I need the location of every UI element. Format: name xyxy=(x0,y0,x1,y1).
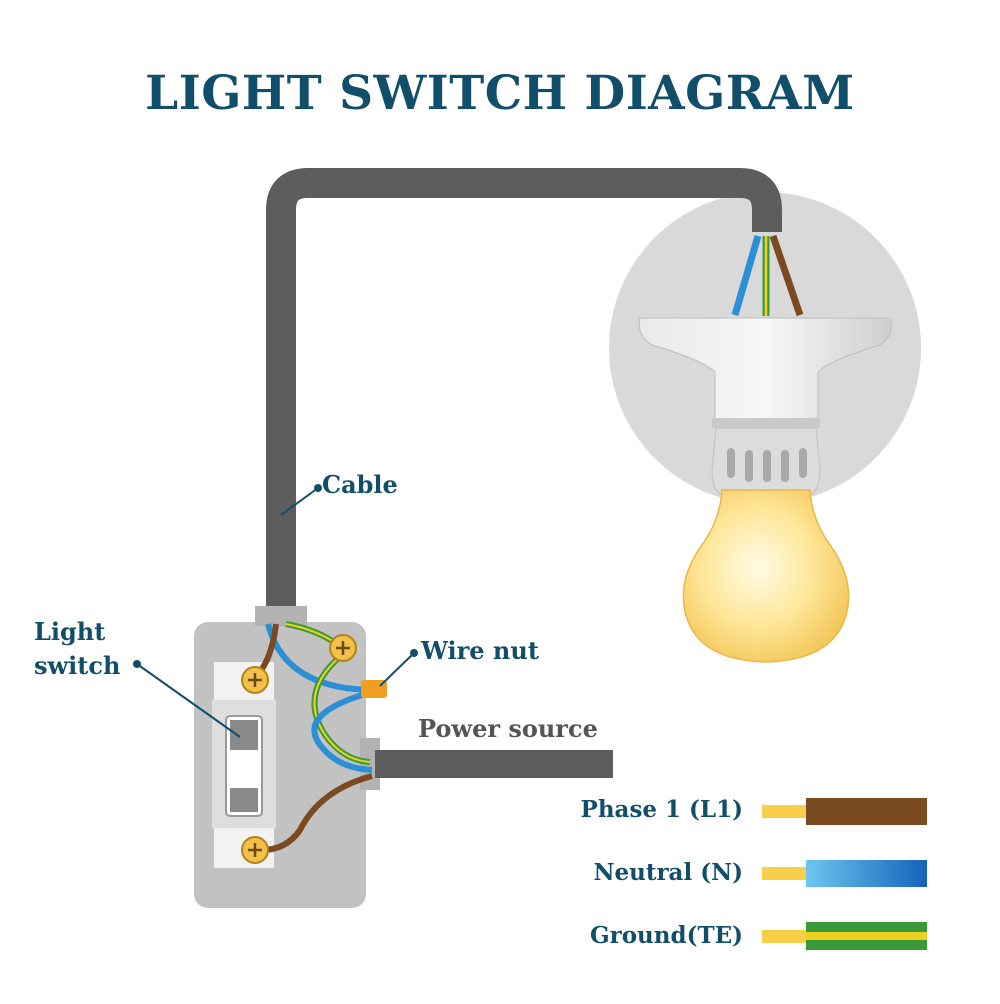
page-title: LIGHT SWITCH DIAGRAM xyxy=(145,66,855,121)
legend-swatch-ground xyxy=(762,922,927,950)
cable xyxy=(266,168,782,612)
power-source-cable xyxy=(375,750,613,778)
switch-leader-line xyxy=(136,663,241,738)
nut-leader-dot xyxy=(410,649,418,657)
light-switch-label: Light switch xyxy=(34,615,120,683)
switch-toggle-top xyxy=(230,720,258,750)
legend-swatch-phase xyxy=(762,798,927,825)
legend-swatch-neutral xyxy=(762,860,927,887)
switch-toggle-bottom xyxy=(230,788,258,812)
cable-label: Cable xyxy=(322,470,398,499)
legend-label-neutral: Neutral (N) xyxy=(593,859,743,886)
legend-label-ground: Ground(TE) xyxy=(589,922,743,949)
screw-top xyxy=(241,666,269,694)
light-bulb xyxy=(682,489,850,663)
switch-leader-dot xyxy=(133,660,141,668)
lamp-wire-phase xyxy=(769,234,804,317)
bulb-base xyxy=(711,427,821,496)
light-switch-label-line1: Light xyxy=(34,617,106,646)
wire-nut-label: Wire nut xyxy=(421,636,539,665)
cable-leader-dot xyxy=(314,484,322,492)
lamp-wire-neutral xyxy=(731,235,762,316)
light-switch-label-line2: switch xyxy=(34,651,121,680)
box-cable-entry xyxy=(255,606,307,626)
power-source-label: Power source xyxy=(418,714,598,743)
box-wire-phase-bottom xyxy=(255,773,373,854)
box-wire-neutral-bottom xyxy=(311,689,373,773)
nut-leader-line xyxy=(379,652,415,687)
legend-label-phase: Phase 1 (L1) xyxy=(580,796,743,823)
screw-bottom xyxy=(241,836,269,864)
screw-ground xyxy=(329,634,357,662)
lamp-socket xyxy=(638,317,892,428)
cable-leader-line xyxy=(280,487,319,516)
